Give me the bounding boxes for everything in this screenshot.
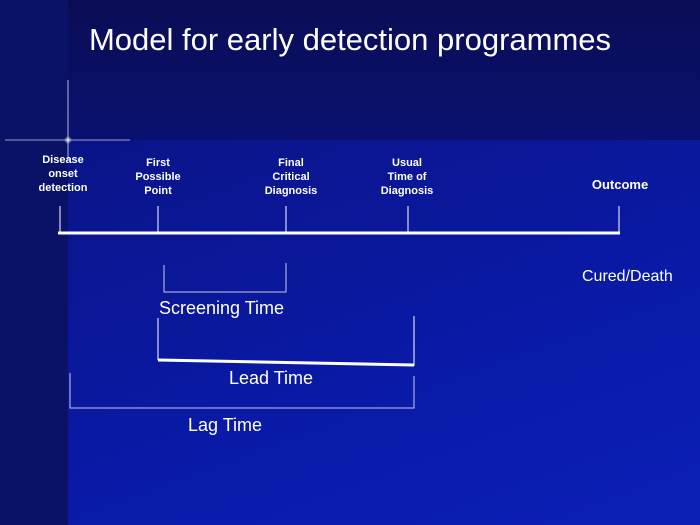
- point-label-disease-onset: Disease onset detection: [38, 154, 88, 194]
- lead-time-bracket: [157, 316, 415, 367]
- point-label-usual-time-of-diagnosis: Usual Time of Diagnosis: [380, 157, 434, 197]
- lag-time-bracket: [69, 373, 415, 409]
- point-label-first-possible-point: First Possible Point: [135, 157, 181, 197]
- lag-time-label: Lag Time: [188, 415, 263, 435]
- slide-background-top: [0, 0, 700, 140]
- lead-time-label: Lead Time: [229, 368, 314, 388]
- screening-time-label: Screening Time: [159, 298, 285, 318]
- slide-background-left: [0, 0, 68, 525]
- point-label-final-critical-diagnosis: Final Critical Diagnosis: [264, 157, 318, 197]
- screening-time-bracket: [163, 263, 287, 293]
- sparkle-icon: [5, 80, 130, 160]
- point-label-outcome: Outcome: [591, 177, 649, 192]
- slide-title: Model for early detection programmes: [88, 22, 612, 57]
- outcome-value: Cured/Death: [582, 268, 673, 285]
- slide-background-main: [68, 140, 700, 525]
